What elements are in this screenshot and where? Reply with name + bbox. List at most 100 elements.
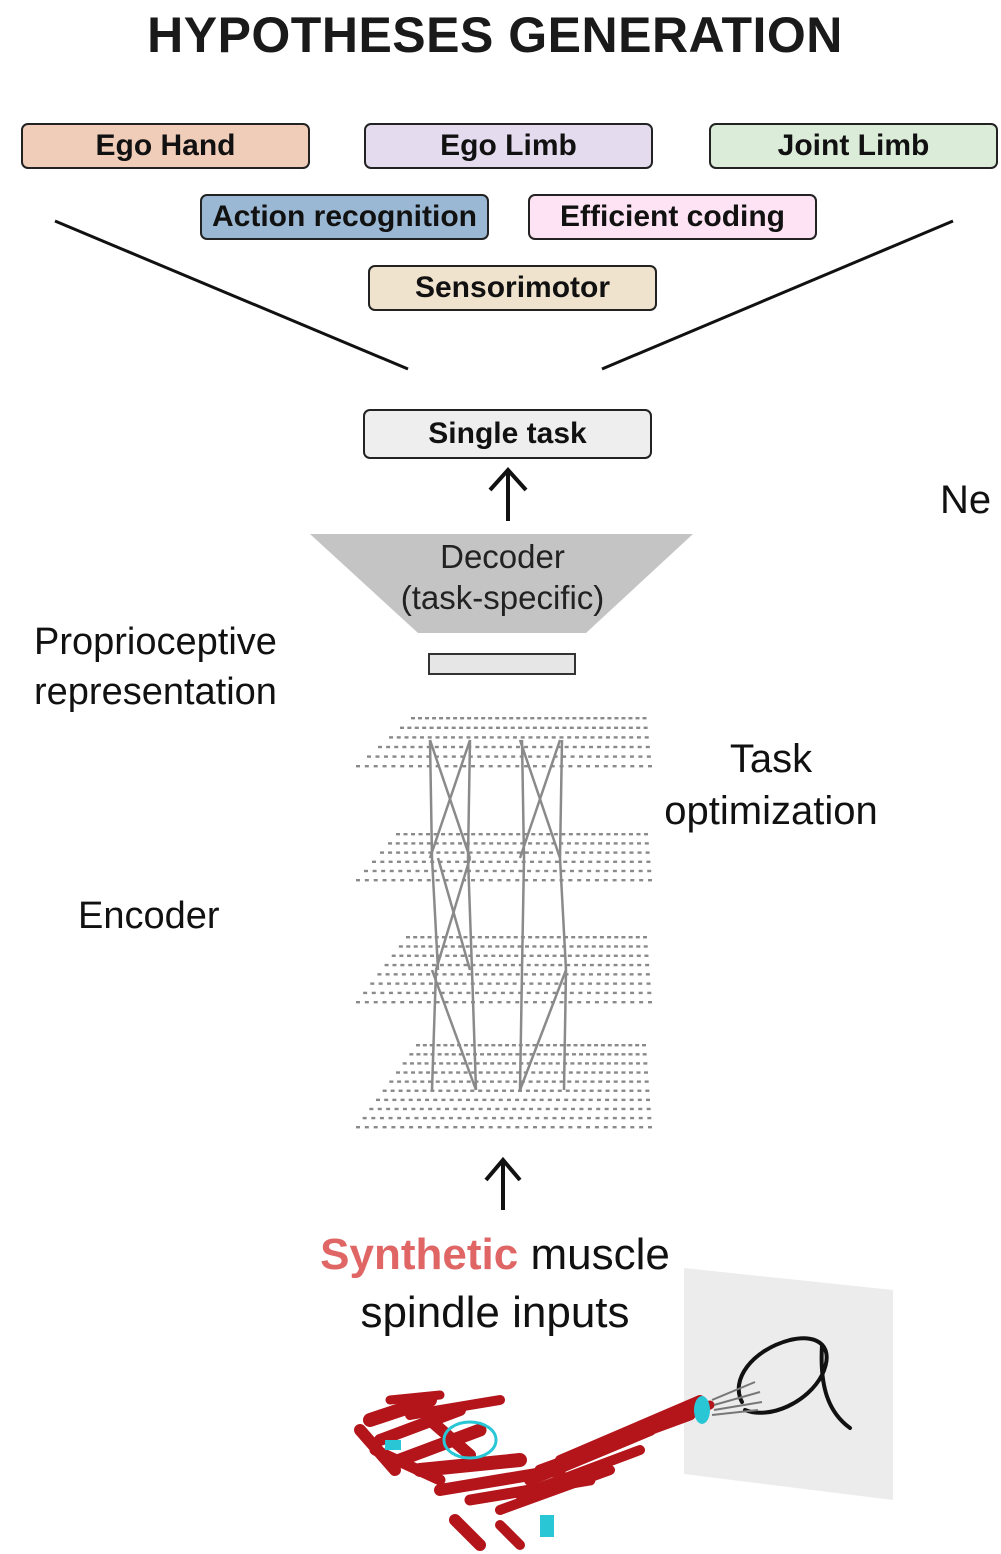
unit-dot [450, 736, 455, 739]
unit-dot [426, 1126, 431, 1129]
unit-dot [515, 765, 520, 768]
unit-dot [456, 936, 461, 939]
unit-dot [460, 851, 465, 854]
unit-dot [448, 1116, 453, 1120]
unit-dot [460, 954, 465, 957]
unit-dot [394, 1107, 399, 1111]
funnel-line-right [601, 219, 954, 371]
unit-dot [538, 860, 543, 863]
unit-dot [516, 851, 521, 854]
unit-dot [506, 954, 511, 957]
unit-dot [446, 1089, 451, 1092]
unit-dot [504, 982, 509, 985]
unit-dot [524, 1126, 529, 1129]
unit-dot [583, 954, 588, 957]
inputs-line1: Synthetic muscle [255, 1226, 735, 1284]
unit-dot [447, 963, 452, 967]
unit-dot [482, 1062, 487, 1065]
unit-dot [529, 982, 534, 985]
unit-dot [644, 1071, 648, 1074]
unit-dot [510, 945, 515, 948]
unit-dot [407, 726, 412, 729]
unit-dot [402, 1062, 407, 1065]
unit-dot [507, 973, 512, 976]
unit-dot [562, 1107, 567, 1111]
unit-dot [471, 879, 476, 882]
unit-dot [628, 936, 633, 939]
unit-dot [605, 963, 610, 967]
unit-dot [621, 1062, 626, 1065]
unit-dot [636, 945, 641, 948]
unit-dot [390, 1089, 395, 1092]
unit-dot [562, 726, 567, 729]
unit-dot [441, 869, 446, 873]
unit-dot [404, 736, 409, 739]
unit-dot [552, 954, 557, 957]
unit-dot [628, 833, 633, 836]
unit-dot [621, 1098, 626, 1102]
unit-dot [591, 1071, 596, 1074]
unit-dot [586, 1116, 591, 1120]
unit-dot [396, 851, 401, 854]
unit-dot [419, 842, 424, 845]
unit-dot [444, 851, 449, 854]
unit-dot [594, 1044, 599, 1047]
unit-dot [384, 1098, 389, 1102]
unit-dot [518, 869, 523, 873]
unit-dot [487, 1053, 492, 1056]
unit-dot [528, 842, 533, 845]
unit-dot [517, 1116, 522, 1120]
unit-dot [576, 945, 581, 948]
unit-dot [642, 1044, 646, 1047]
unit-dot [382, 879, 387, 882]
unit-dot [572, 717, 577, 720]
inputs-label: Synthetic muscle spindle inputs [255, 1226, 735, 1342]
cut-off-label: Ne [940, 478, 992, 522]
unit-dot [498, 1044, 503, 1047]
unit-dot [479, 765, 484, 768]
unit-dot [569, 945, 574, 948]
unit-dot [400, 1126, 405, 1129]
unit-dot [393, 973, 398, 976]
unit-dot [544, 954, 549, 957]
unit-dot [594, 765, 599, 768]
unit-dot [621, 1107, 626, 1111]
unit-dot [409, 1053, 414, 1056]
unit-dot [503, 726, 508, 729]
unit-dot [605, 1080, 610, 1083]
unit-dot [524, 879, 529, 882]
unit-dot [573, 1089, 578, 1092]
unit-dot [639, 879, 644, 882]
connection-line [518, 969, 524, 1091]
unit-dot [621, 1116, 626, 1120]
unit-dot [522, 1053, 527, 1056]
unit-dot [580, 745, 585, 749]
unit-dot [621, 936, 626, 939]
unit-dot [495, 726, 500, 729]
unit-dot [455, 963, 460, 967]
unit-dot [535, 936, 540, 939]
unit-dot [467, 717, 472, 720]
unit-dot [458, 1080, 463, 1083]
unit-dot [637, 1089, 642, 1092]
unit-dot [630, 991, 635, 995]
unit-dot [483, 991, 488, 995]
unit-dot [480, 945, 485, 948]
unit-dot [614, 1044, 619, 1047]
unit-dot [468, 851, 473, 854]
unit-dot [485, 936, 489, 939]
unit-dot [405, 1116, 410, 1120]
unit-dot [536, 1080, 541, 1083]
unit-dot [426, 1001, 431, 1004]
unit-dot [459, 745, 464, 749]
unit-dot [526, 963, 531, 967]
unit-dot [552, 1116, 557, 1120]
unit-dot [621, 1053, 626, 1056]
unit-dot [439, 1062, 444, 1065]
unit-dot [404, 851, 409, 854]
unit-dot [512, 1107, 517, 1111]
unit-dot [475, 745, 480, 749]
unit-dot [578, 869, 583, 873]
unit-dot [566, 1044, 571, 1047]
unit-dot [411, 842, 416, 845]
